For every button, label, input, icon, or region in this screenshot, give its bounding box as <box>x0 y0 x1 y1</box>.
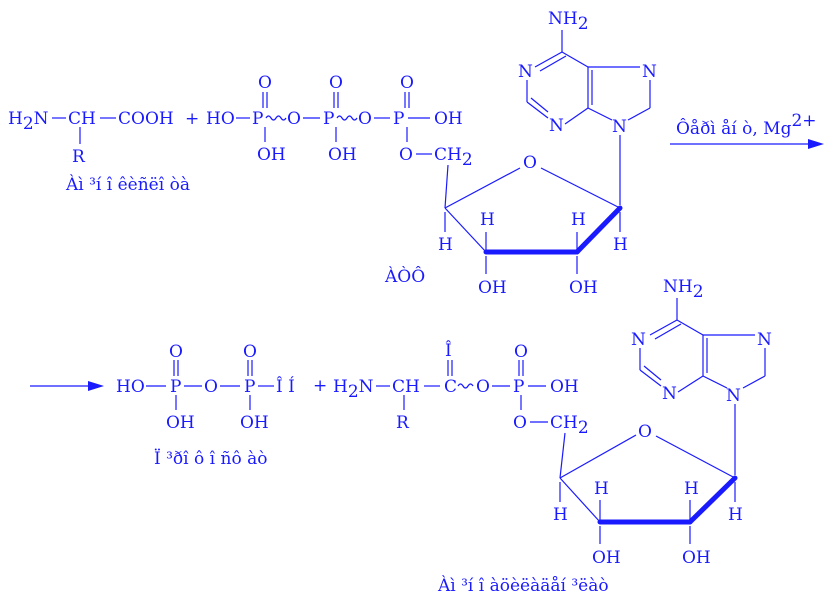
amino-acid-structure: H2N CH COOH R Àì ³í î êèñëî òà <box>8 109 190 195</box>
svg-text:O: O <box>287 109 301 129</box>
svg-text:P: P <box>170 377 181 397</box>
aminoacyl-side-chain: R <box>396 413 410 433</box>
amino-acid-nh2: H2N <box>8 109 49 134</box>
svg-text:O: O <box>358 109 372 129</box>
aminoacyl-hydroxyl: OH <box>550 377 579 397</box>
svg-text:P: P <box>323 109 334 129</box>
atp-hydroxyl-end: OH <box>434 109 463 129</box>
atp-oxo-2: O <box>329 73 343 93</box>
pyrophosphate-caption: Ï ³ðî ô î ñô àò <box>154 448 267 469</box>
aminoacyl-oh-2: OH <box>682 548 711 568</box>
reaction-arrow-2 <box>30 381 104 391</box>
svg-text:P: P <box>244 377 255 397</box>
aminoacyl-h-3: H <box>684 479 699 499</box>
svg-text:P: P <box>393 109 404 129</box>
adenine1-n-2: N <box>549 116 564 136</box>
adenine2-n-3: N <box>757 330 772 350</box>
amino-acid-caption: Àì ³í î êèñëî òà <box>65 174 190 195</box>
atp-structure: HO P O P O P OH O O O OH OH O CH2 O <box>206 73 628 298</box>
aminoacyl-link-o: O <box>513 413 527 433</box>
pyrophosphate-oxo-1: O <box>169 342 183 362</box>
adenine1-n-4: N <box>612 117 627 137</box>
adenine2-nh2: NH2 <box>663 277 704 302</box>
amino-acid-side-chain: R <box>72 147 86 167</box>
reaction-arrow-1: Ôåðì åí ò, Mg2+ <box>670 111 824 149</box>
atp-hydroxyl-2: OH <box>328 145 357 165</box>
atp-h-3: H <box>571 210 586 230</box>
aminoacyl-ch2: CH2 <box>550 413 589 438</box>
pyrophosphate-hydroxyl-2: OH <box>240 413 269 433</box>
pyrophosphate-structure: HO P O P Î Í O O OH OH Ï ³ðî ô î ñô àò <box>116 342 295 469</box>
svg-text:O: O <box>476 377 490 397</box>
plus-sign-1: + <box>185 109 199 129</box>
atp-oh-2: OH <box>569 278 598 298</box>
pyrophosphate-end: Î Í <box>276 376 295 397</box>
svg-text:P: P <box>252 109 263 129</box>
svg-text:P: P <box>513 377 524 397</box>
aminoacyl-h-4: H <box>728 505 743 525</box>
aminoacyl-oxo: O <box>514 342 528 362</box>
adenine2-n-4: N <box>726 386 741 406</box>
adenine2-n-1: N <box>631 330 646 350</box>
adenine1-nh2: NH2 <box>548 9 589 34</box>
atp-oxo-3: O <box>400 73 414 93</box>
arrow-label: Ôåðì åí ò, Mg2+ <box>676 111 817 139</box>
aminoacyl-caption: Àì ³í î àöèëàäåí ³ëàò <box>437 575 609 596</box>
atp-ring-oxygen: O <box>523 153 537 173</box>
svg-text:HO: HO <box>116 377 145 397</box>
adenine-structure-1: NH2 N N N N <box>518 9 657 205</box>
adenine2-n-2: N <box>662 384 677 404</box>
atp-link-o: O <box>399 145 413 165</box>
adenine1-n-3: N <box>642 62 657 82</box>
svg-text:C: C <box>444 377 457 397</box>
atp-oh-1: OH <box>478 278 507 298</box>
amino-acid-cooh: COOH <box>118 109 174 129</box>
pyrophosphate-hydroxyl-1: OH <box>166 413 195 433</box>
aminoacyl-amp-structure: H2N CH C O P OH R Î O O CH2 O H H H <box>333 340 743 596</box>
atp-h-2: H <box>480 210 495 230</box>
aminoacyl-ring-oxygen: O <box>638 422 652 442</box>
atp-hydroxyl-1: OH <box>257 145 286 165</box>
adenine1-n-1: N <box>518 62 533 82</box>
svg-text:CH: CH <box>392 377 420 397</box>
amino-acid-ch: CH <box>68 109 96 129</box>
plus-sign-2: + <box>313 376 327 396</box>
adenine-structure-2: NH2 N N N N <box>631 277 772 475</box>
atp-oxo-1: O <box>258 73 272 93</box>
svg-text:HO: HO <box>206 109 235 129</box>
svg-text:O: O <box>204 377 218 397</box>
atp-h-4: H <box>613 235 628 255</box>
pyrophosphate-oxo-2: O <box>243 342 257 362</box>
atp-caption: ÀÒÔ <box>384 266 425 287</box>
atp-h-1: H <box>438 235 453 255</box>
aminoacyl-oh-1: OH <box>592 548 621 568</box>
aminoacyl-h-2: H <box>594 479 609 499</box>
aminoacyl-carbonyl-o: Î <box>445 340 452 361</box>
svg-text:H2N: H2N <box>333 377 374 402</box>
atp-ch2: CH2 <box>434 145 473 170</box>
aminoacyl-h-1: H <box>553 505 568 525</box>
